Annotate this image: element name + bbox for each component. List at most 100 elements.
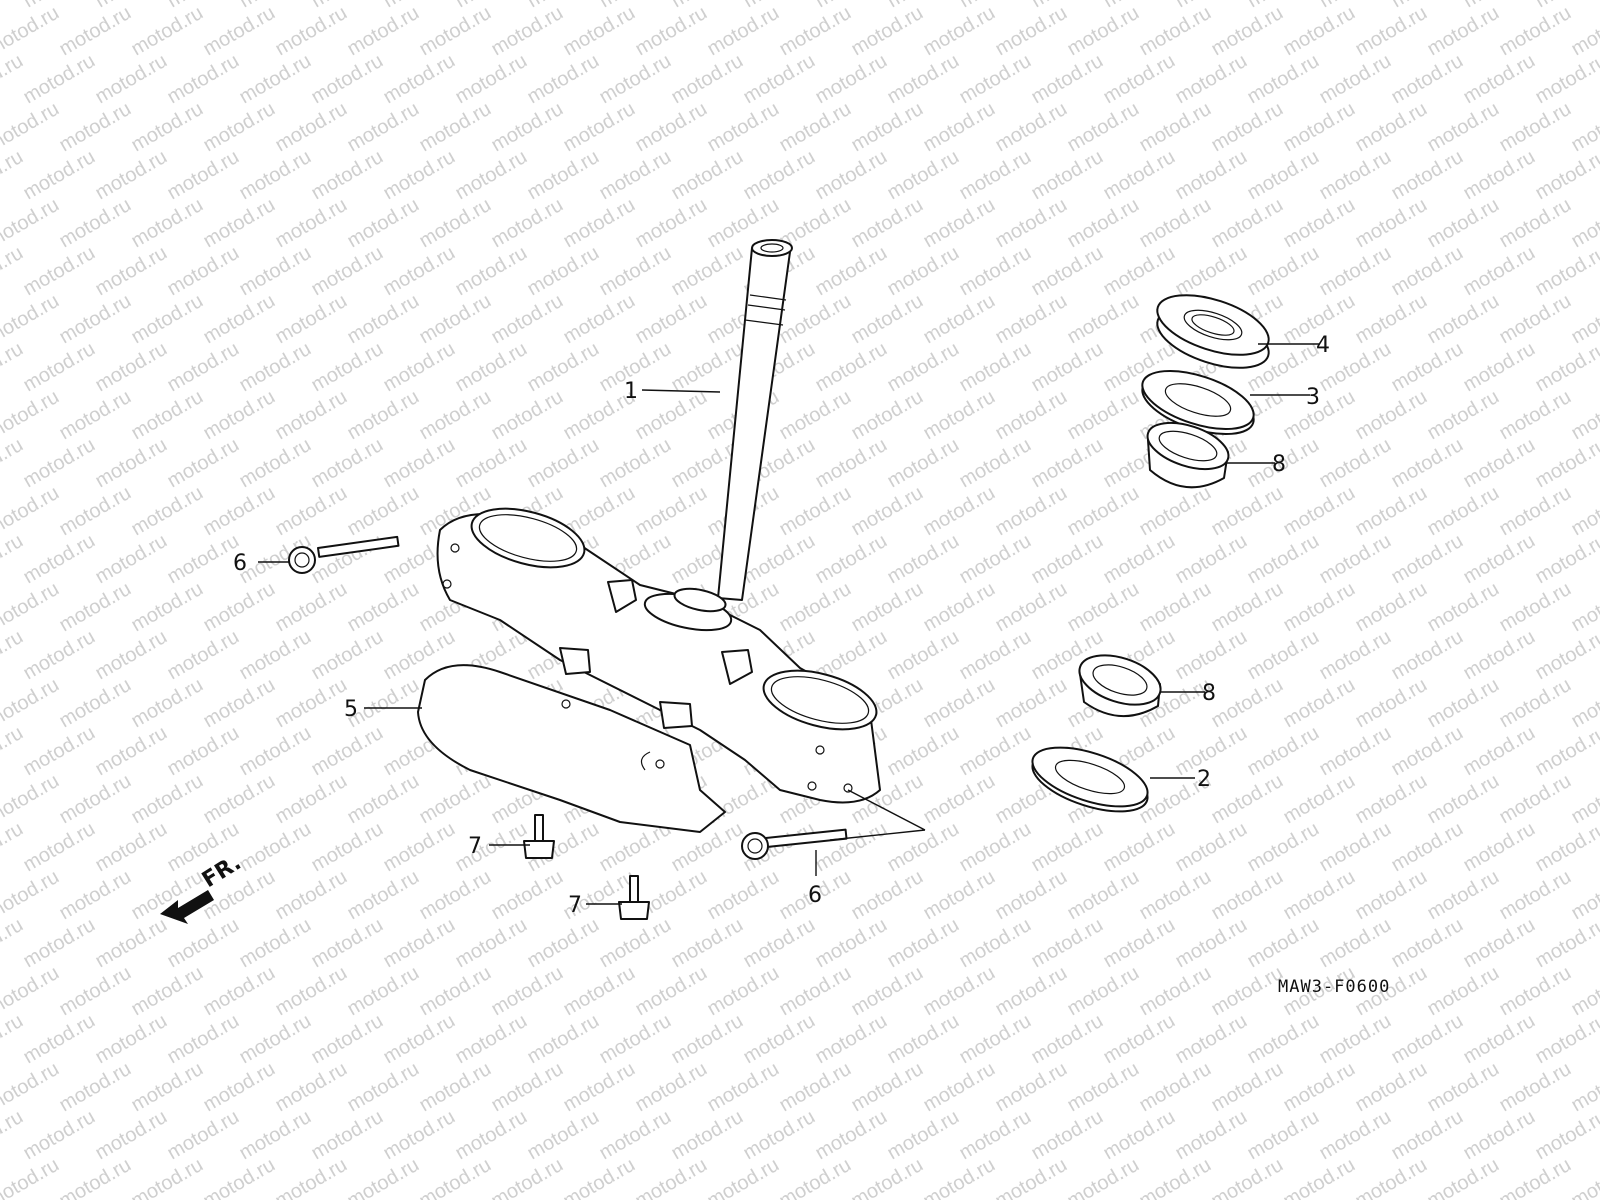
watermark-text: motod.ru bbox=[1172, 50, 1251, 109]
watermark-text: motod.ru bbox=[1316, 1010, 1395, 1069]
watermark-text: motod.ru bbox=[596, 50, 675, 109]
watermark-text: motod.ru bbox=[452, 434, 531, 493]
watermark-text: motod.ru bbox=[416, 1058, 495, 1117]
watermark-text: motod.ru bbox=[1532, 530, 1600, 589]
watermark-text: motod.ru bbox=[776, 482, 855, 541]
watermark-text: motod.ru bbox=[92, 1010, 171, 1069]
watermark-text: motod.ru bbox=[992, 482, 1071, 541]
watermark-text: motod.ru bbox=[1460, 818, 1539, 877]
watermark-text: motod.ru bbox=[1028, 1106, 1107, 1165]
watermark-text: motod.ru bbox=[848, 194, 927, 253]
watermark-text: motod.ru bbox=[1280, 578, 1359, 637]
watermark-text: motod.ru bbox=[272, 578, 351, 637]
watermark-text: motod.ru bbox=[272, 1154, 351, 1200]
watermark-text: motod.ru bbox=[1388, 626, 1467, 685]
watermark-text: motod.ru bbox=[488, 98, 567, 157]
watermark-text: motod.ru bbox=[344, 770, 423, 829]
watermark-text: motod.ru bbox=[0, 50, 27, 109]
watermark-text: motod.ru bbox=[992, 2, 1071, 61]
watermark-text: motod.ru bbox=[884, 242, 963, 301]
watermark-text: motod.ru bbox=[1064, 866, 1143, 925]
watermark-text: motod.ru bbox=[344, 194, 423, 253]
watermark-text: motod.ru bbox=[884, 146, 963, 205]
watermark-text: motod.ru bbox=[20, 626, 99, 685]
watermark-text: motod.ru bbox=[272, 866, 351, 925]
watermark-text: motod.ru bbox=[1280, 866, 1359, 925]
watermark-text: motod.ru bbox=[0, 626, 27, 685]
watermark-text: motod.ru bbox=[308, 530, 387, 589]
watermark-text: motod.ru bbox=[128, 194, 207, 253]
watermark-text: motod.ru bbox=[380, 0, 459, 12]
watermark-text: motod.ru bbox=[1280, 1058, 1359, 1117]
watermark-text: motod.ru bbox=[452, 338, 531, 397]
watermark-text: motod.ru bbox=[1172, 0, 1251, 12]
watermark-text: motod.ru bbox=[1208, 578, 1287, 637]
watermark-text: motod.ru bbox=[344, 962, 423, 1021]
watermark-text: motod.ru bbox=[920, 1154, 999, 1200]
watermark-text: motod.ru bbox=[704, 1058, 783, 1117]
watermark-text: motod.ru bbox=[164, 1106, 243, 1165]
watermark-text: motod.ru bbox=[812, 914, 891, 973]
watermark-text: motod.ru bbox=[812, 530, 891, 589]
watermark-text: motod.ru bbox=[884, 722, 963, 781]
watermark-text: motod.ru bbox=[1244, 0, 1323, 12]
watermark-text: motod.ru bbox=[956, 1010, 1035, 1069]
watermark-text: motod.ru bbox=[1424, 386, 1503, 445]
watermark-text: motod.ru bbox=[200, 194, 279, 253]
watermark-text: motod.ru bbox=[1244, 242, 1323, 301]
watermark-text: motod.ru bbox=[92, 818, 171, 877]
watermark-text: motod.ru bbox=[776, 1058, 855, 1117]
watermark-text: motod.ru bbox=[200, 1154, 279, 1200]
callout-2: 2 bbox=[1197, 767, 1211, 792]
watermark-text: motod.ru bbox=[1316, 50, 1395, 109]
watermark-text: motod.ru bbox=[776, 578, 855, 637]
watermark-text: motod.ru bbox=[488, 290, 567, 349]
watermark-text: motod.ru bbox=[1388, 434, 1467, 493]
watermark-text: motod.ru bbox=[1496, 482, 1575, 541]
watermark-text: motod.ru bbox=[632, 1154, 711, 1200]
watermark-text: motod.ru bbox=[524, 338, 603, 397]
watermark-text: motod.ru bbox=[236, 242, 315, 301]
watermark-text: motod.ru bbox=[1424, 674, 1503, 733]
watermark-text: motod.ru bbox=[1496, 674, 1575, 733]
watermark-text: motod.ru bbox=[452, 1106, 531, 1165]
watermark-text: motod.ru bbox=[308, 1010, 387, 1069]
watermark-text: motod.ru bbox=[1244, 914, 1323, 973]
watermark-text: motod.ru bbox=[560, 2, 639, 61]
watermark-text: motod.ru bbox=[848, 386, 927, 445]
watermark-text: motod.ru bbox=[128, 290, 207, 349]
watermark-text: motod.ru bbox=[1532, 1010, 1600, 1069]
watermark-text: motod.ru bbox=[1532, 818, 1600, 877]
watermark-text: motod.ru bbox=[1136, 482, 1215, 541]
watermark-text: motod.ru bbox=[1316, 626, 1395, 685]
watermark-text: motod.ru bbox=[128, 962, 207, 1021]
watermark-text: motod.ru bbox=[1208, 194, 1287, 253]
watermark-text: motod.ru bbox=[20, 1010, 99, 1069]
watermark-text: motod.ru bbox=[344, 1058, 423, 1117]
watermark-text: motod.ru bbox=[272, 674, 351, 733]
watermark-text: motod.ru bbox=[776, 1154, 855, 1200]
watermark-text: motod.ru bbox=[956, 818, 1035, 877]
watermark-text: motod.ru bbox=[200, 290, 279, 349]
watermark-text: motod.ru bbox=[812, 434, 891, 493]
watermark-text: motod.ru bbox=[1532, 242, 1600, 301]
watermark-text: motod.ru bbox=[1244, 50, 1323, 109]
watermark-text: motod.ru bbox=[236, 626, 315, 685]
watermark-text: motod.ru bbox=[1532, 914, 1600, 973]
watermark-text: motod.ru bbox=[1244, 626, 1323, 685]
watermark-text: motod.ru bbox=[1316, 434, 1395, 493]
watermark-text: motod.ru bbox=[1028, 0, 1107, 12]
watermark-text: motod.ru bbox=[848, 1154, 927, 1200]
watermark-text: motod.ru bbox=[1244, 1106, 1323, 1165]
watermark-text: motod.ru bbox=[380, 242, 459, 301]
watermark-text: motod.ru bbox=[1460, 50, 1539, 109]
watermark-text: motod.ru bbox=[920, 578, 999, 637]
watermark-text: motod.ru bbox=[1424, 866, 1503, 925]
watermark-text: motod.ru bbox=[0, 0, 27, 12]
watermark-text: motod.ru bbox=[1352, 674, 1431, 733]
watermark-text: motod.ru bbox=[920, 770, 999, 829]
watermark-text: motod.ru bbox=[308, 146, 387, 205]
watermark-text: motod.ru bbox=[344, 482, 423, 541]
watermark-text: motod.ru bbox=[1136, 2, 1215, 61]
watermark-text: motod.ru bbox=[236, 818, 315, 877]
